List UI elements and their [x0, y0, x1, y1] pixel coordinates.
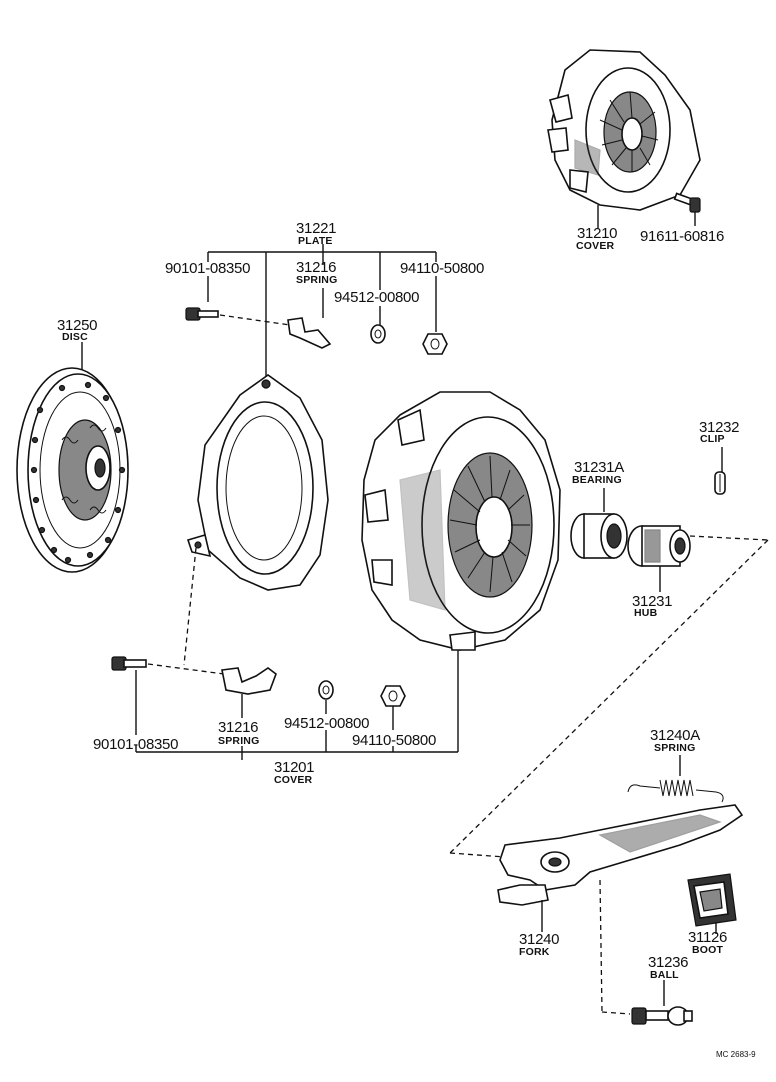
spring-top-part	[287, 317, 332, 349]
hub-name: HUB	[634, 607, 658, 619]
cover-main-name: COVER	[274, 774, 313, 786]
spring-bottom-name: SPRING	[218, 735, 260, 747]
nut-bottom-part	[380, 685, 406, 730]
plate-bracket	[207, 244, 437, 380]
bolt-top-part	[673, 192, 701, 226]
disc-number: 31250	[57, 317, 98, 334]
fork-number: 31240	[519, 931, 560, 948]
reference-code: MC 2683-9	[716, 1050, 756, 1059]
spring-top-number: 31216	[296, 259, 337, 276]
spring-bottom-part	[221, 667, 277, 718]
hub-part	[627, 525, 769, 592]
plate-number: 31221	[296, 220, 337, 237]
nut-top-part	[422, 333, 448, 355]
plate-part	[183, 374, 329, 666]
hub-number: 31231	[632, 593, 673, 610]
boot-name: BOOT	[692, 944, 724, 956]
bearing-number: 31231A	[574, 459, 624, 476]
spring-fork-part	[627, 755, 724, 803]
cover-main-number: 31201	[274, 759, 315, 776]
boot-part	[687, 873, 737, 934]
bolt-a-part	[185, 307, 291, 326]
spring-fork-name: SPRING	[654, 742, 696, 754]
fork-part	[497, 804, 744, 1015]
clip-name: CLIP	[700, 433, 725, 445]
ball-name: BALL	[650, 969, 679, 981]
fork-name: FORK	[519, 946, 550, 958]
nut-top-label: 94110-50800	[400, 260, 485, 277]
clip-number: 31232	[699, 419, 740, 436]
washer-top-part	[370, 324, 386, 344]
spring-top-name: SPRING	[296, 274, 338, 286]
washer-bottom-part	[318, 680, 334, 714]
nut-bottom-label: 94110-50800	[352, 732, 437, 749]
bolt-a-label: 90101-08350	[165, 260, 251, 277]
ball-number: 31236	[648, 954, 689, 971]
cover-main-part	[361, 391, 561, 752]
bearing-name: BEARING	[572, 474, 622, 486]
cover-top-name: COVER	[576, 240, 615, 252]
bearing-part	[570, 488, 628, 559]
bolt-top-label: 91611-60816	[640, 228, 725, 245]
clip-part	[714, 447, 726, 495]
spring-fork-number: 31240A	[650, 727, 700, 744]
plate-name: PLATE	[298, 235, 333, 247]
washer-bottom-label: 94512-00800	[284, 715, 370, 732]
cover-top-number: 31210	[577, 225, 618, 242]
disc-name: DISC	[62, 331, 88, 343]
cover-bracket	[135, 730, 458, 760]
spring-bottom-number: 31216	[218, 719, 259, 736]
bolt-b-label: 90101-08350	[93, 736, 179, 753]
bolt-b-part	[111, 656, 225, 735]
cover-top-part	[547, 49, 701, 228]
ball-part	[631, 980, 693, 1026]
disc-part	[16, 342, 129, 573]
washer-top-label: 94512-00800	[334, 289, 420, 306]
boot-number: 31126	[688, 929, 728, 946]
